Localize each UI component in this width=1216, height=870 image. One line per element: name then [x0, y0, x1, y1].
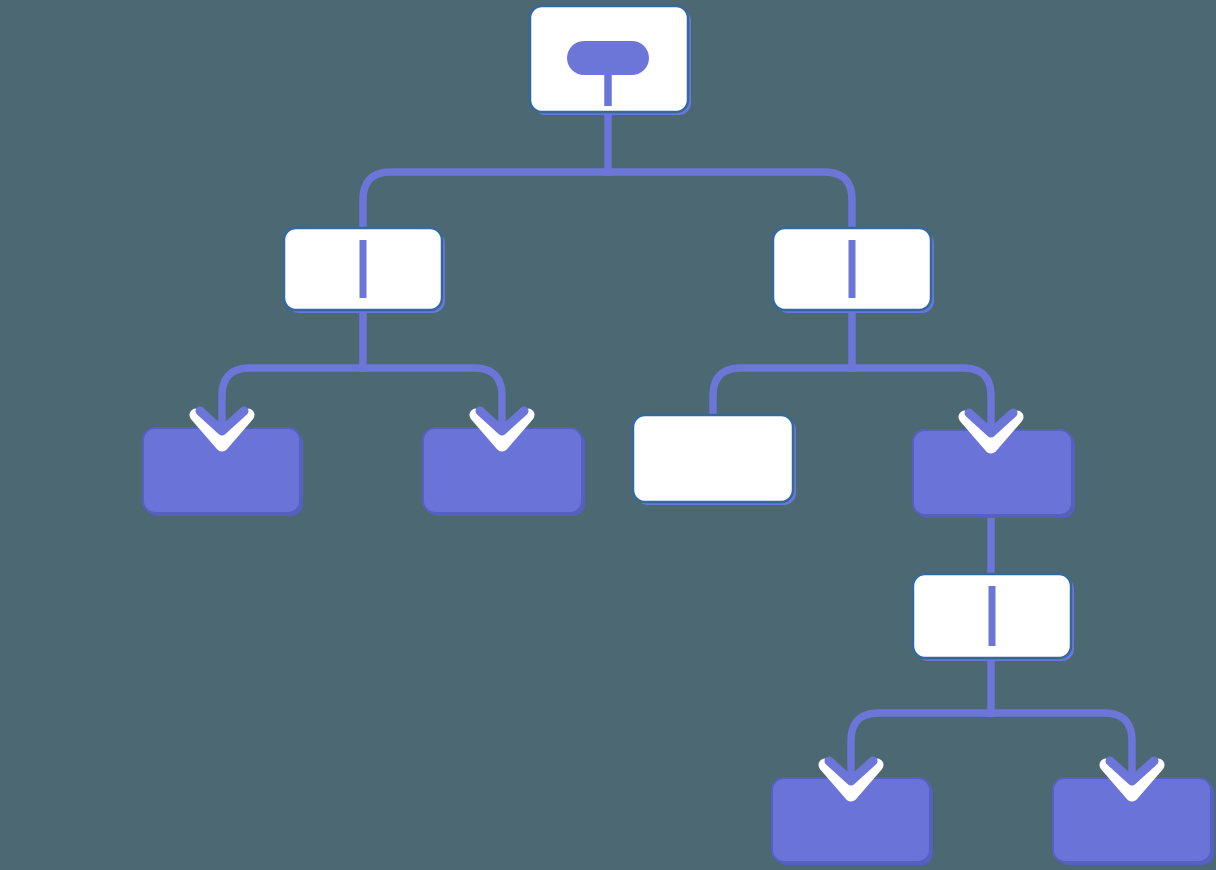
double-chevron-down-icon	[189, 406, 255, 452]
node-layer	[142, 4, 1214, 865]
arrowhead-layer	[189, 406, 1165, 802]
double-chevron-down-icon	[1099, 756, 1165, 802]
node-branch-right[interactable]	[771, 226, 934, 313]
node-branch-left[interactable]	[282, 226, 445, 313]
edge-layer	[218, 108, 1136, 780]
edge-branch-bottom-to-leaves	[847, 709, 1136, 780]
node-branch-bottom[interactable]	[911, 572, 1074, 661]
node-leaf-2[interactable]	[422, 427, 585, 516]
node-plain-card-card[interactable]	[631, 413, 795, 504]
node-leaf-5[interactable]	[1052, 777, 1214, 865]
node-root[interactable]	[528, 4, 691, 115]
edge-root-to-branches	[359, 168, 856, 231]
node-leaf-1[interactable]	[142, 427, 303, 516]
double-chevron-down-icon	[469, 406, 535, 452]
double-chevron-down-icon	[958, 408, 1024, 454]
node-plain-card[interactable]	[631, 413, 796, 505]
pill-with-stem-icon	[567, 41, 649, 106]
edge-branch-left-to-leaves	[218, 364, 506, 430]
edge-branch-right-to-children	[709, 364, 995, 432]
node-leaf-4[interactable]	[771, 777, 933, 865]
double-chevron-down-icon	[818, 756, 884, 802]
node-leaf-3[interactable]	[912, 429, 1075, 518]
